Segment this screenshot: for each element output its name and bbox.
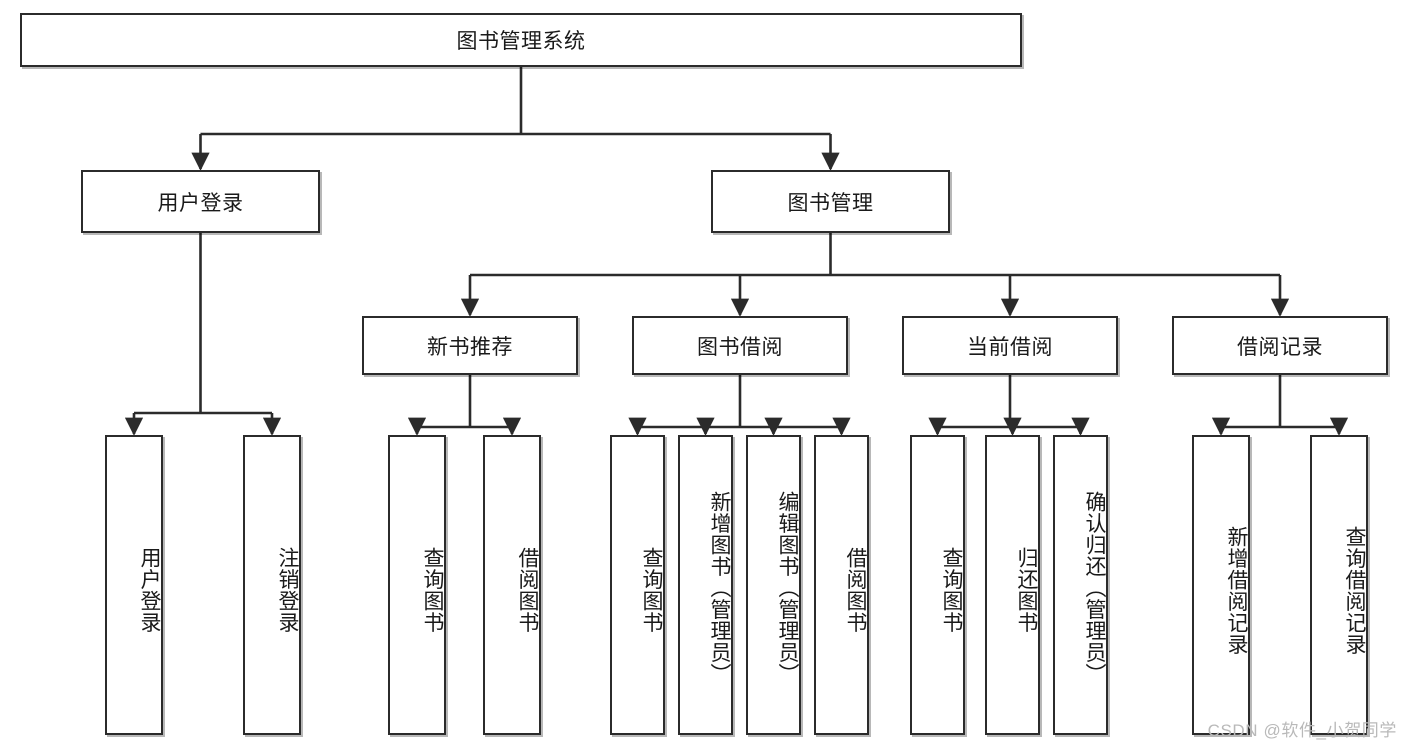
node-label: 新书推荐 [427, 335, 513, 359]
node-label: 图书借阅 [697, 335, 783, 359]
node-current-borrow[interactable]: 当前借阅 [902, 316, 1118, 375]
node-label: 图书管理 [787, 191, 874, 215]
node-root[interactable]: 图书管理系统 [20, 13, 1022, 67]
node-label: 查询图书 [940, 547, 963, 633]
node-label: 图书管理系统 [456, 30, 586, 53]
node-leaf-query-record[interactable]: 查询借阅记录 [1310, 435, 1368, 735]
node-label: 用户登录 [138, 547, 161, 633]
node-leaf-logout[interactable]: 注销登录 [243, 435, 301, 735]
node-leaf-query-book-3[interactable]: 查询图书 [910, 435, 965, 735]
node-label: 新增图书（管理员） [708, 491, 731, 685]
node-leaf-query-book-2[interactable]: 查询图书 [610, 435, 665, 735]
node-leaf-edit-book[interactable]: 编辑图书（管理员） [746, 435, 801, 735]
node-leaf-return-book[interactable]: 归还图书 [985, 435, 1040, 735]
node-label: 借阅图书 [516, 547, 539, 633]
node-leaf-user-login[interactable]: 用户登录 [105, 435, 163, 735]
node-leaf-borrow-book-1[interactable]: 借阅图书 [483, 435, 541, 735]
node-book-borrow[interactable]: 图书借阅 [632, 316, 848, 375]
node-label: 查询借阅记录 [1343, 525, 1366, 655]
node-label: 编辑图书（管理员） [776, 491, 799, 685]
node-label: 借阅记录 [1237, 335, 1323, 359]
node-leaf-borrow-book-2[interactable]: 借阅图书 [814, 435, 869, 735]
node-label: 当前借阅 [967, 335, 1053, 359]
node-book-management[interactable]: 图书管理 [711, 170, 950, 233]
node-label: 借阅图书 [844, 547, 867, 633]
node-label: 归还图书 [1015, 547, 1038, 633]
node-leaf-confirm-return[interactable]: 确认归还（管理员） [1053, 435, 1108, 735]
node-label: 查询图书 [421, 547, 444, 633]
node-leaf-add-record[interactable]: 新增借阅记录 [1192, 435, 1250, 735]
node-label: 新增借阅记录 [1225, 525, 1248, 655]
node-new-book-recommend[interactable]: 新书推荐 [362, 316, 578, 375]
node-label: 用户登录 [157, 191, 244, 215]
node-borrow-records[interactable]: 借阅记录 [1172, 316, 1388, 375]
node-label: 注销登录 [276, 547, 299, 633]
node-label: 确认归还（管理员） [1083, 491, 1106, 685]
node-leaf-query-book-1[interactable]: 查询图书 [388, 435, 446, 735]
node-label: 查询图书 [640, 547, 663, 633]
node-user-login[interactable]: 用户登录 [81, 170, 320, 233]
csdn-watermark: CSDN @软件_小贺同学 [1207, 721, 1397, 740]
node-leaf-add-book[interactable]: 新增图书（管理员） [678, 435, 733, 735]
